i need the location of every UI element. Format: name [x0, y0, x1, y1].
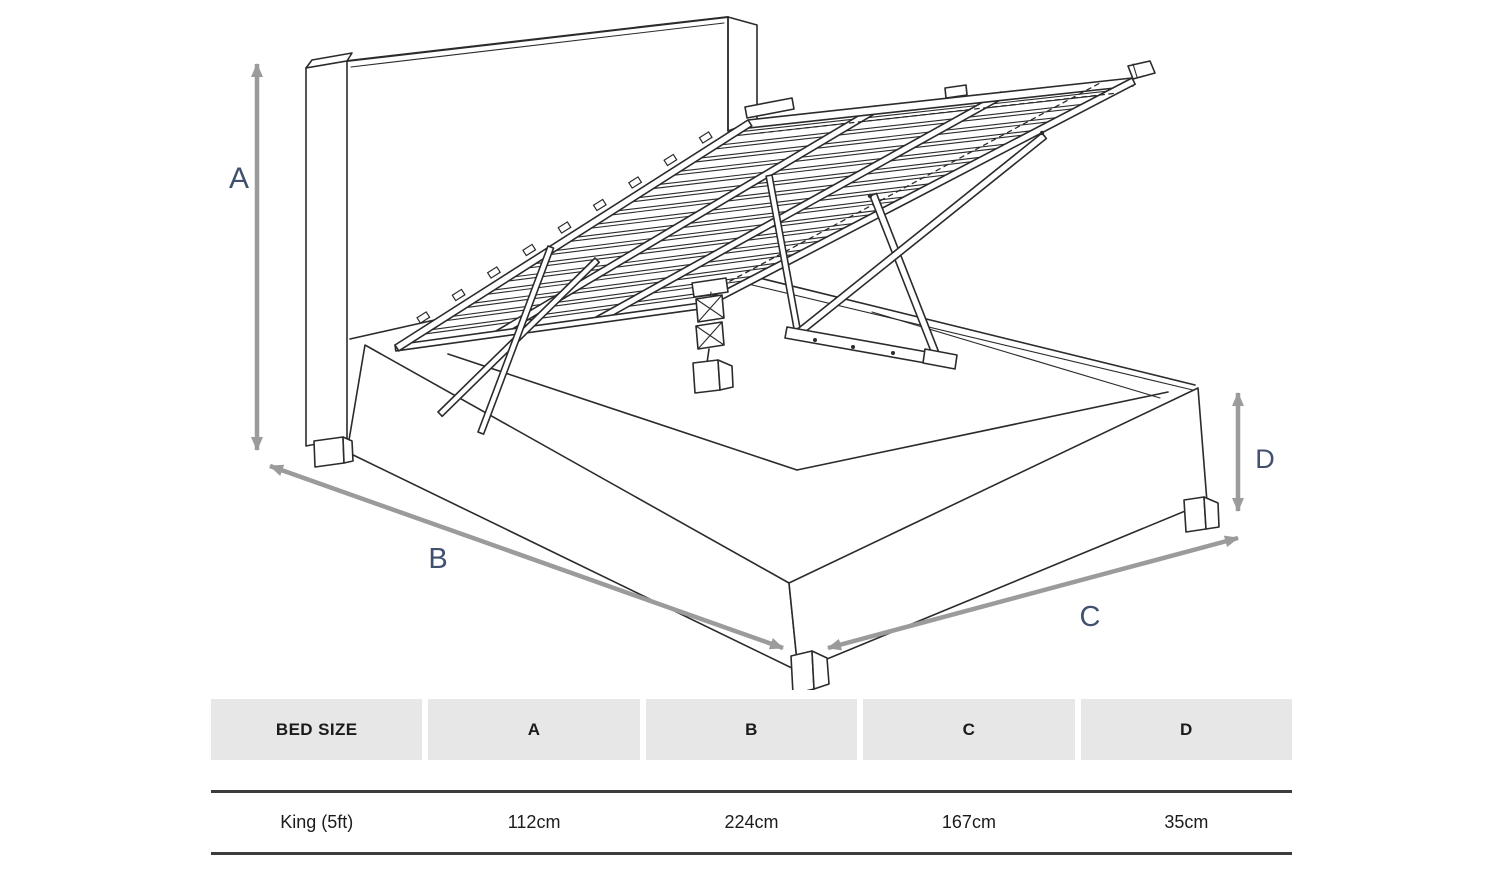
platform-corner-cap	[1127, 60, 1156, 80]
cell-dim-b: 224cm	[724, 812, 779, 832]
base-foot-face	[788, 387, 1208, 672]
header-cell-d: D	[1080, 699, 1293, 760]
bed-foot	[790, 496, 1220, 690]
table-row: King (5ft) 112cm 224cm 167cm 35cm	[211, 793, 1292, 852]
slats	[415, 90, 1108, 336]
dimension-label-d: D	[1255, 444, 1275, 474]
platform-left-rail	[394, 119, 753, 352]
table-gap	[211, 760, 1292, 790]
cell-dim-d: 35cm	[1164, 812, 1209, 832]
cell-dim-a: 112cm	[507, 812, 561, 832]
cell-bed-size: King (5ft)	[280, 812, 354, 832]
table-rule-bottom	[211, 852, 1292, 855]
dimension-arrow-c	[827, 535, 1239, 651]
dimension-label-a: A	[229, 162, 249, 195]
cell-dim-c: 167cm	[941, 812, 996, 832]
headboard-foot	[313, 436, 345, 468]
dimension-label-c: C	[1080, 601, 1101, 633]
lift-bracket	[784, 326, 934, 365]
header-cell-bed-size: BED SIZE	[211, 699, 423, 760]
slatted-base	[394, 60, 1156, 352]
dimension-label-b: B	[428, 543, 447, 575]
rail-cleats	[416, 131, 713, 324]
spec-table: BED SIZE A B C D King (5ft) 112cm 224cm …	[211, 699, 1293, 855]
dimension-arrow-b	[269, 463, 784, 651]
ottoman-bed-diagram: A B C D	[229, 15, 1275, 690]
header-cell-c: C	[863, 699, 1075, 760]
header-cell-a: A	[428, 699, 640, 760]
base-side-face	[346, 344, 799, 672]
spec-table-header-row: BED SIZE A B C D	[211, 699, 1293, 760]
table-rule-top	[211, 790, 1292, 793]
dimension-arrows	[251, 63, 1244, 651]
header-cell-b: B	[645, 699, 858, 760]
lift-mechanism	[437, 130, 1048, 435]
headboard-post	[305, 60, 348, 447]
centre-foot	[692, 359, 721, 394]
